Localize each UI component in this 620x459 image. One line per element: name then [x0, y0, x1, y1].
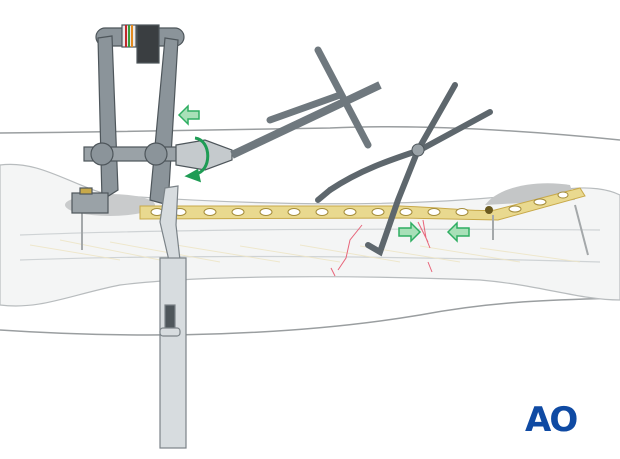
forceps-pivot [411, 143, 425, 157]
bone-fibers [29, 239, 581, 263]
compression-arrows [177, 104, 470, 243]
bone-screws [81, 204, 589, 256]
ao-logo: AO [525, 400, 578, 440]
tension-device [71, 24, 382, 214]
rotation-arrow [184, 136, 210, 183]
fracture-lines [330, 219, 433, 277]
t-handle [266, 46, 372, 149]
drill-guide [159, 185, 187, 449]
